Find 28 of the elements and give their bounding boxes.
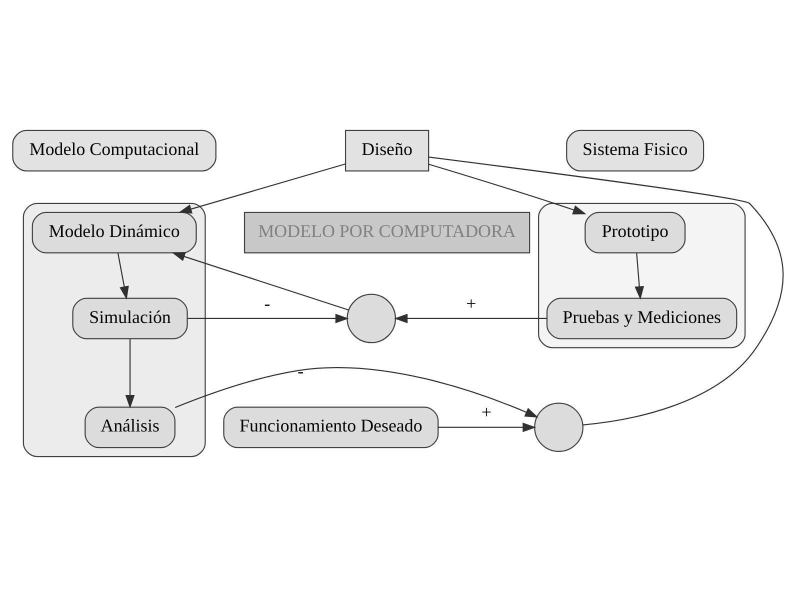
cluster	[538, 202, 746, 348]
edge-label: -	[298, 361, 304, 382]
node-box: Prototipo	[584, 212, 686, 254]
edge-label: +	[481, 402, 492, 422]
node-box: MODELO POR COMPUTADORA	[244, 212, 530, 254]
connector	[428, 156, 784, 426]
node-box: Diseño	[344, 130, 430, 172]
node-box: Modelo Dinámico	[32, 212, 197, 254]
node-box: Simulación	[72, 298, 188, 340]
arrow	[174, 367, 538, 418]
node-box: Sistema Fisico	[566, 130, 704, 172]
node-box: Análisis	[84, 406, 176, 448]
arrow	[188, 314, 349, 324]
arrow	[172, 252, 349, 310]
arrow	[394, 314, 547, 324]
arrow	[428, 164, 586, 214]
node-box: Modelo Computacional	[12, 130, 216, 172]
arrow	[125, 339, 135, 408]
arrow	[117, 253, 129, 300]
edge-label: -	[264, 293, 270, 314]
arrow	[178, 163, 346, 214]
edge-label: +	[466, 293, 476, 314]
node-box: Funcionamiento Deseado	[223, 406, 439, 448]
node-circle	[346, 294, 396, 344]
node-box: Pruebas y Mediciones	[546, 298, 738, 340]
arrow	[634, 253, 644, 300]
node-circle	[534, 402, 584, 452]
arrow	[438, 422, 536, 432]
